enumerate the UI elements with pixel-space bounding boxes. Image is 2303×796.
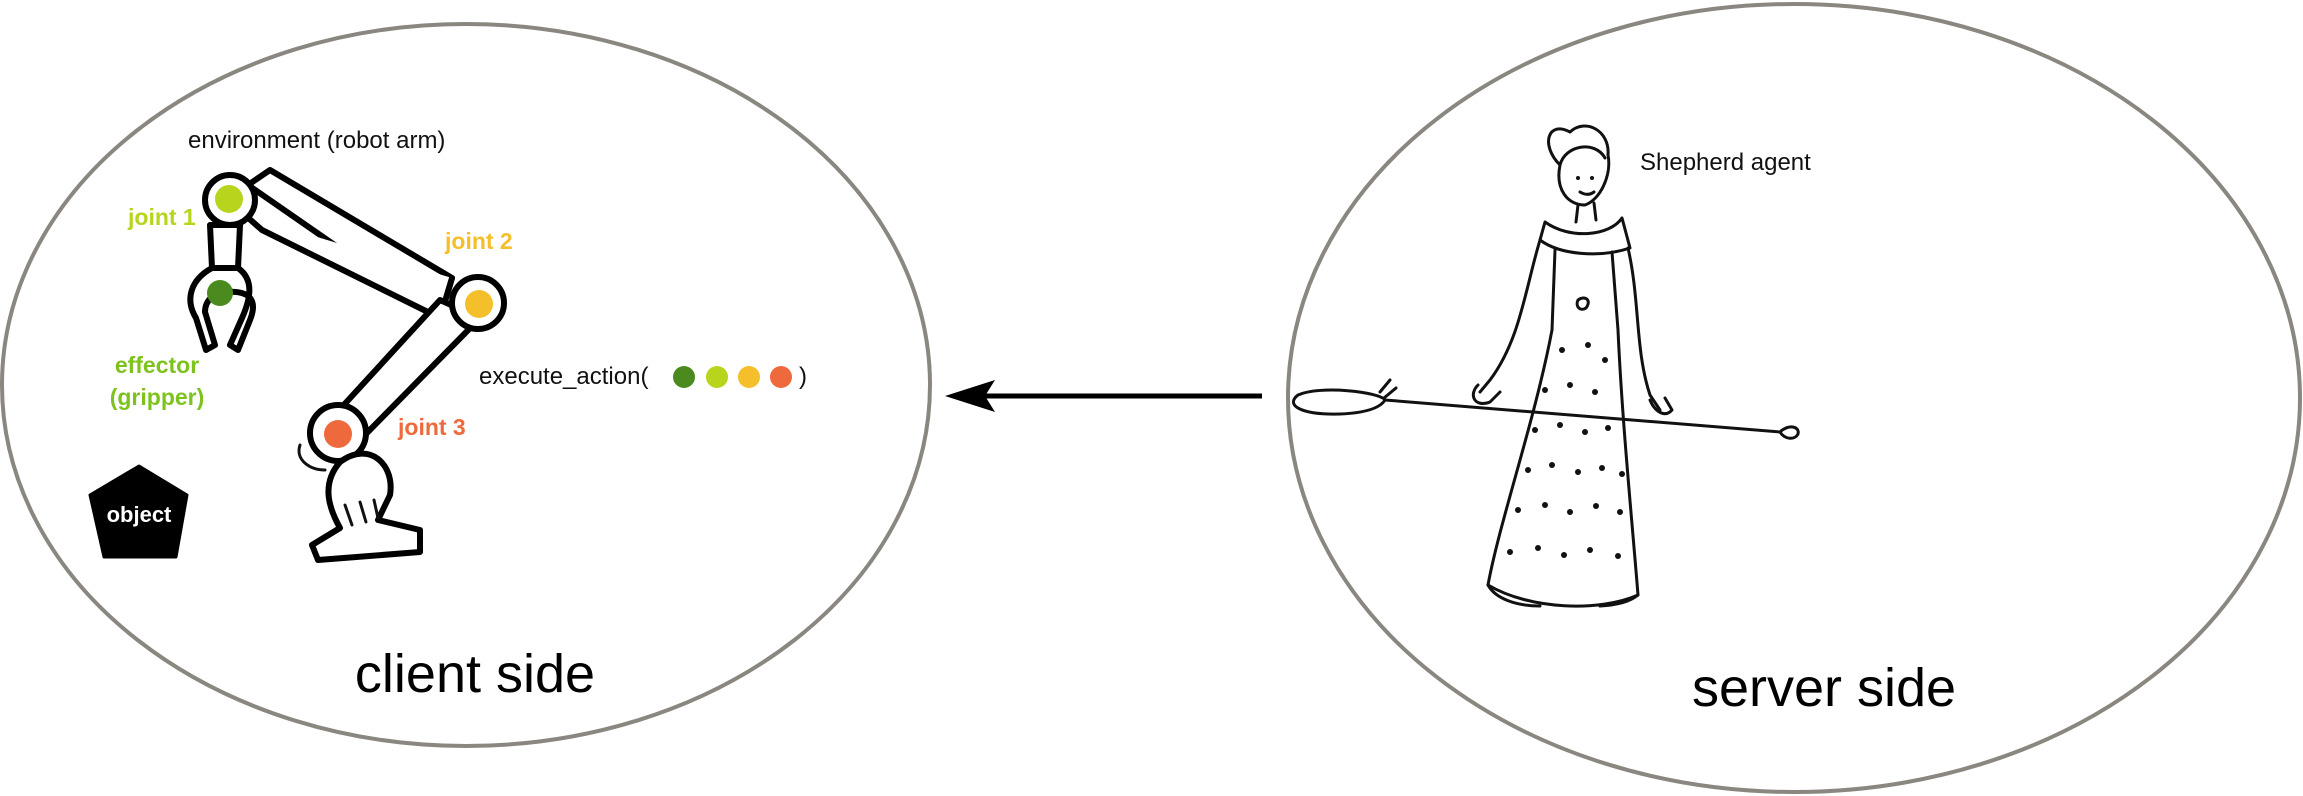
- execute-action-call: execute_action( ): [479, 363, 807, 390]
- environment-label: environment (robot arm): [188, 127, 445, 154]
- effector-label-line2: (gripper): [110, 384, 205, 410]
- joint3-label: joint 3: [397, 414, 466, 440]
- action-dot-joint2: [738, 366, 760, 388]
- joint1-label: joint 1: [127, 204, 196, 230]
- effector-dot: [207, 280, 233, 306]
- robot-arm-illustration: [187, 167, 507, 563]
- shepherd-agent-label: Shepherd agent: [1640, 149, 1811, 176]
- effector-label-line1: effector: [115, 352, 199, 378]
- action-dot-joint1: [706, 366, 728, 388]
- joint2-dot: [465, 290, 493, 318]
- client-side-title: client side: [355, 644, 595, 704]
- joint3-dot: [324, 420, 352, 448]
- execute-action-open: execute_action(: [479, 363, 648, 390]
- execute-action-close: ): [799, 363, 807, 390]
- client-side-ellipse: [0, 22, 932, 748]
- joint2-label: joint 2: [444, 228, 513, 254]
- action-dot-joint3: [770, 366, 792, 388]
- joint1-dot: [215, 185, 243, 213]
- server-to-client-arrow: [945, 380, 1262, 412]
- object-label: object: [107, 502, 172, 527]
- server-side-title: server side: [1692, 658, 1956, 718]
- shepherd-agent-illustration: [1291, 124, 1800, 608]
- object-pentagon: object: [88, 464, 189, 559]
- server-side-ellipse: [1286, 2, 2302, 794]
- action-dot-effector: [673, 366, 695, 388]
